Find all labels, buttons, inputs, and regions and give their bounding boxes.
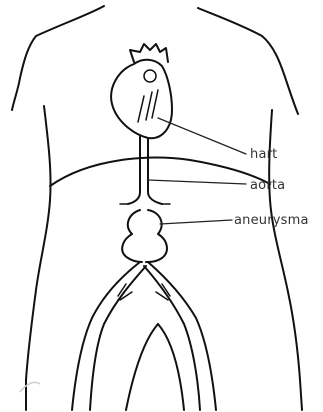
heart-chamber-mark-1 [138,96,144,122]
body-outline [12,6,302,410]
aorta-label: aorta [250,178,285,193]
waistline [50,158,270,186]
left-torso-side [26,106,51,410]
heart-leader-line [158,118,246,154]
heart-chamber-mark-2 [146,92,152,120]
right-iliac-inner [144,266,200,410]
right-inner-leg [158,324,184,410]
aorta-left-wall [128,136,140,204]
heart [111,44,172,138]
left-iliac-inner [90,266,146,410]
heart-chamber-mark-3 [152,90,158,118]
aneurysm [122,210,167,262]
aneurysm-right-bulge [146,210,167,262]
paper-smudge [20,382,40,392]
left-inner-leg [126,324,158,410]
aorta [120,136,170,204]
right-shoulder [198,8,298,114]
aneurysm-label: aneurysma [234,213,309,228]
heart-label: hart [250,147,277,162]
aneurysm-left-bulge [122,210,142,262]
aorta-leader-line [148,180,246,184]
aneurysm-leader-line [160,220,232,224]
left-shoulder [12,6,104,110]
aorta-right-wall [148,138,162,204]
iliac-arteries [72,262,216,410]
heart-aortic-arch [144,70,156,82]
heart-body [111,60,172,138]
